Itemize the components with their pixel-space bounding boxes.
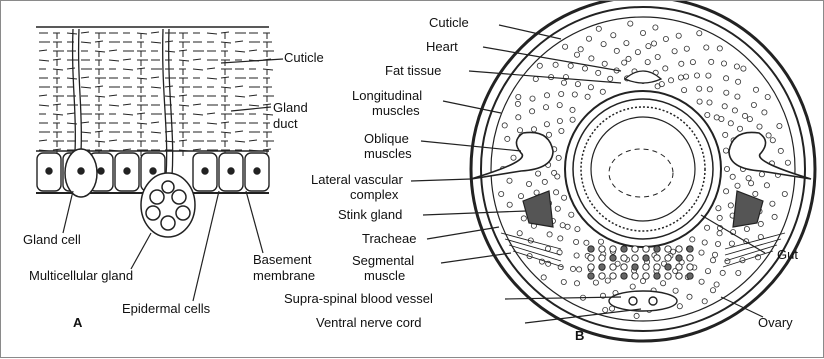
ventral-nerve-cord-shape [609,291,677,311]
label-a-multicellular-gland: Multicellular gland [29,269,133,283]
label-b-supra-spinal: Supra-spinal blood vessel [284,292,433,306]
label-a-cuticle: Cuticle [284,51,324,65]
label-b-longitudinal-line1: Longitudinal [352,89,422,103]
label-a-gland-cell: Gland cell [23,233,81,247]
label-b-gut: Gut [777,248,798,262]
label-a-basement-line1: Basement [253,253,312,267]
label-a-epidermal-cells: Epidermal cells [122,302,210,316]
label-b-oblique-line1: Oblique [364,132,409,146]
panel-a-illustration [36,27,283,301]
label-a-basement-line2: membrane [253,269,315,283]
label-b-stink-gland: Stink gland [338,208,402,222]
label-b-segmental-line1: Segmental [352,254,414,268]
label-a-gland-duct-line1: Gland [273,101,308,115]
label-b-cuticle: Cuticle [429,16,469,30]
label-a-gland-duct-line2: duct [273,117,298,131]
panel-b-illustration [411,1,815,341]
label-b-longitudinal-line2: muscles [372,104,420,118]
label-b-ventral-nerve: Ventral nerve cord [316,316,422,330]
label-b-ovary: Ovary [758,316,793,330]
gut-rings [565,91,721,247]
ovary-cluster [588,246,693,279]
gland-cell-shape [65,149,97,197]
panel-b-letter: B [575,329,584,343]
heart-shape [625,71,661,83]
label-b-tracheae: Tracheae [362,232,416,246]
label-b-fat-tissue: Fat tissue [385,64,441,78]
label-b-segmental-line2: muscle [364,269,405,283]
label-b-lateral-line2: complex [350,188,398,202]
label-b-oblique-line2: muscles [364,147,412,161]
multicellular-gland-shape [141,173,195,237]
panel-a-letter: A [73,316,82,330]
label-b-lateral-line1: Lateral vascular [311,173,403,187]
label-b-heart: Heart [426,40,458,54]
